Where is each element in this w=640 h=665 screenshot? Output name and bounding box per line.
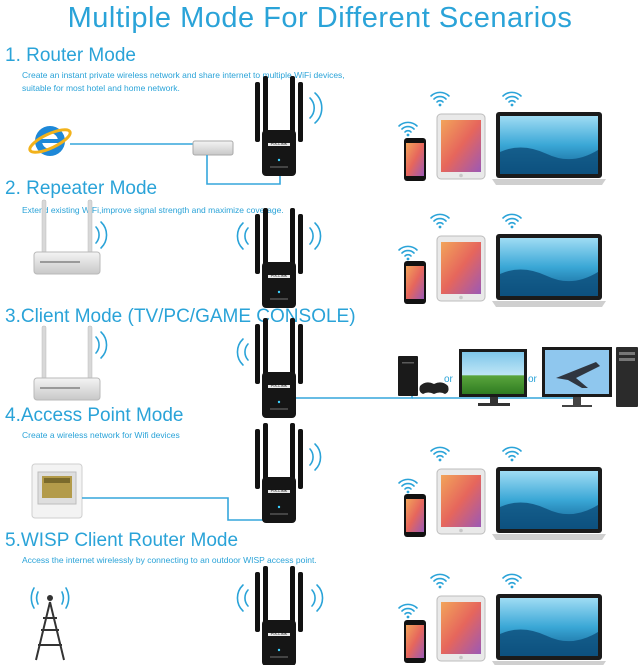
mode-title-repeater: 2. Repeater Mode [5,178,158,199]
game-console-icon [398,356,449,396]
phone-icon [404,494,426,537]
router-icon [33,199,101,275]
wifi-icon [430,446,450,463]
mode-description-wisp: Access the internet wirelessly by connec… [22,555,317,565]
mode-title-wisp: 5.WISP Client Router Mode [5,530,239,551]
wifi-icon [398,478,418,495]
router-signal-icon-3 [95,331,108,359]
wifi-icon [398,245,418,262]
wifi-icon [502,446,522,463]
wifi-icon [398,121,418,138]
wifi-icon [430,573,450,590]
phone-icon [404,138,426,181]
repeater-signal-icon-1 [309,92,323,124]
wifi-icon [502,573,522,590]
device-brand-label: PIX-LINK [270,383,288,388]
repeater-device-2 [255,208,303,308]
wisp-tower-icon [30,587,70,661]
repeater-signal-left-icon-2 [236,222,249,250]
laptop-icon [492,467,606,540]
mode-description-repeater: Extend existing WiFi,improve signal stre… [22,205,284,215]
mode-title-access-point: 4.Access Point Mode [5,405,184,426]
internet-explorer-icon [28,126,72,156]
wifi-icon [430,91,450,108]
mode-description-router-line1: Create an instant private wireless netwo… [22,70,345,80]
wifi-icon [430,213,450,230]
tablet-icon [436,468,486,535]
or-label-2: or [528,374,537,385]
tablet-icon [436,235,486,302]
laptop-icon [492,594,606,665]
connection-line-3a [296,388,413,399]
repeater-device-4 [255,423,303,523]
device-brand-label: PIX-LINK [270,488,288,493]
mode-description-access-point: Create a wireless network for Wifi devic… [22,430,180,440]
tablet-icon [436,595,486,662]
device-brand-label: PIX-LINK [270,631,288,636]
phone-icon [404,620,426,663]
connection-line-4 [82,497,276,521]
tablet-icon [436,113,486,180]
mode-title-router: 1. Router Mode [5,45,136,66]
tv-icon [459,349,527,406]
desktop-pc-icon [542,347,638,407]
repeater-device-3 [255,318,303,418]
device-brand-label: PIX-LINK [270,141,288,146]
repeater-device-5 [255,566,303,665]
repeater-device-1 [255,76,303,176]
connection-line-2 [206,155,281,185]
device-brand-label: PIX-LINK [270,273,288,278]
repeater-signal-icon-4 [309,443,322,471]
page-title: Multiple Mode For Different Scenarios [67,2,573,34]
repeater-signal-right-icon-2 [309,222,322,250]
wifi-icon [502,213,522,230]
laptop-icon [492,112,606,185]
repeater-signal-right-icon-5 [311,584,324,612]
repeater-signal-icon-3 [236,338,249,366]
repeater-signal-left-icon-5 [236,584,249,612]
laptop-icon [492,234,606,307]
wifi-icon [398,603,418,620]
mode-description-router-line2: suitable for most hotel and home network… [22,83,180,93]
or-label-1: or [444,374,453,385]
ethernet-port-icon [31,463,83,519]
phone-icon [404,261,426,304]
router-icon [33,325,101,401]
wifi-icon [502,91,522,108]
modem-icon [192,140,234,156]
router-signal-icon-2 [95,221,108,249]
